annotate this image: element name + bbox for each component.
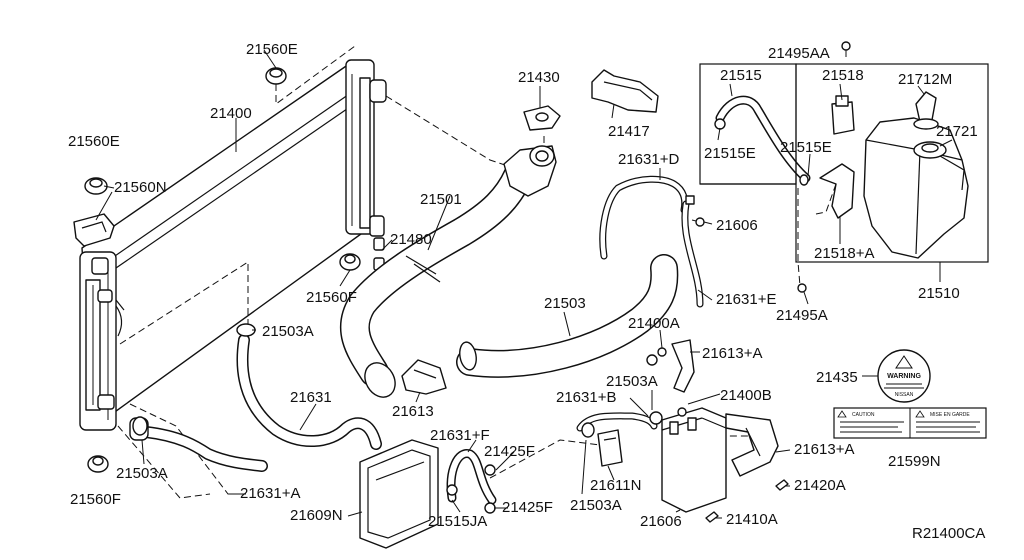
mount-bushing-21560E-left (84, 177, 108, 195)
cooler-21606 (661, 407, 727, 513)
label-21606-top: 21606 (716, 217, 758, 234)
caution-right-heading: MISE EN GARDE (930, 412, 970, 418)
bracket-21560N (73, 213, 115, 247)
label-21609N: 21609N (290, 507, 343, 524)
label-21420A: 21420A (794, 477, 846, 494)
bracket-21518A (819, 163, 855, 219)
reservoir-cap-21712M (913, 91, 939, 130)
label-21400A: 21400A (628, 315, 680, 332)
warning-label-21435: WARNING NISSAN (877, 349, 931, 403)
hose-21631E (681, 200, 704, 308)
label-21631F: 21631+F (430, 427, 490, 444)
label-21613A-low: 21613+A (794, 441, 854, 458)
label-21560F-mid: 21560F (306, 289, 357, 306)
caution-label-21599N: CAUTION MISE EN GARDE (833, 407, 987, 439)
bracket-21613 (401, 359, 447, 395)
mount-bushing-21560F-bot (87, 455, 109, 473)
cap-21721 (913, 141, 947, 159)
label-21510: 21510 (918, 285, 960, 302)
hose-clamps (132, 41, 851, 514)
label-21495AA: 21495AA (768, 45, 830, 62)
label-21503A-bot: 21503A (570, 497, 622, 514)
label-21435: 21435 (816, 369, 858, 386)
upper-hose-21501 (339, 161, 533, 398)
label-21503A-mid: 21503A (262, 323, 314, 340)
label-21631D: 21631+D (618, 151, 679, 168)
label-21560N: 21560N (114, 179, 167, 196)
label-21611N: 21611N (590, 477, 641, 494)
label-21515E-a: 21515E (704, 145, 756, 162)
bracket-21613A-upper (657, 339, 695, 393)
label-21599N: 21599N (888, 453, 941, 470)
bracket-21613A-lower (725, 413, 779, 477)
warning-label-heading: WARNING (887, 373, 921, 380)
drawing-code: R21400CA (912, 525, 985, 542)
label-21501: 21501 (420, 191, 462, 208)
bracket-21611N (597, 429, 623, 467)
label-21721: 21721 (936, 123, 978, 140)
label-21417: 21417 (608, 123, 650, 140)
label-21425F-bot: 21425F (502, 499, 553, 516)
label-21518: 21518 (822, 67, 864, 84)
label-21410A: 21410A (726, 511, 778, 528)
label-21400: 21400 (210, 105, 252, 122)
part-labels: 21560E 21400 21560E 21560N 21430 21417 2… (68, 41, 985, 542)
bracket-21417 (591, 69, 659, 113)
label-21631: 21631 (290, 389, 332, 406)
label-21560F-bot: 21560F (70, 491, 121, 508)
label-21515: 21515 (720, 67, 762, 84)
label-21503A-left: 21503A (116, 465, 168, 482)
warning-label-brand: NISSAN (895, 392, 914, 398)
caution-left-heading: CAUTION (852, 412, 875, 418)
callout-leaders (95, 49, 953, 519)
label-21515E-b: 21515E (780, 139, 832, 156)
label-21480: 21480 (390, 231, 432, 248)
sensor-21518 (831, 95, 855, 135)
label-21613: 21613 (392, 403, 434, 420)
label-21560E-top: 21560E (246, 41, 298, 58)
thermostat-housing (503, 105, 561, 197)
hose-21631F (446, 449, 497, 505)
bolts (705, 479, 789, 523)
label-21503: 21503 (544, 295, 586, 312)
label-21430: 21430 (518, 69, 560, 86)
label-21560E-left: 21560E (68, 133, 120, 150)
hose-21631 (236, 334, 382, 450)
label-21400B: 21400B (720, 387, 772, 404)
hose-21631A (129, 417, 268, 472)
label-21631B: 21631+B (556, 389, 616, 406)
mount-bushing-21560E-top (265, 67, 287, 85)
lower-hose-21503 (456, 254, 679, 378)
mount-bushing-21560F-mid (339, 253, 361, 271)
label-21606-bot: 21606 (640, 513, 682, 530)
radiator-assembly (79, 59, 387, 431)
reservoir-group-box (699, 63, 989, 263)
label-21613A-top: 21613+A (702, 345, 762, 362)
label-21712M: 21712M (898, 71, 952, 88)
label-21518A: 21518+A (814, 245, 874, 262)
reservoir-hose-21515 (715, 95, 811, 183)
cover-21609N (359, 439, 439, 549)
drain-plug-21480 (373, 237, 385, 271)
label-21515JA: 21515JA (428, 513, 487, 530)
label-21495A: 21495A (776, 307, 828, 324)
label-21631A: 21631+A (240, 485, 300, 502)
hose-21631D (599, 175, 689, 260)
label-21425F-top: 21425F (484, 443, 535, 460)
label-21631E: 21631+E (716, 291, 776, 308)
label-21503A-center: 21503A (606, 373, 658, 390)
